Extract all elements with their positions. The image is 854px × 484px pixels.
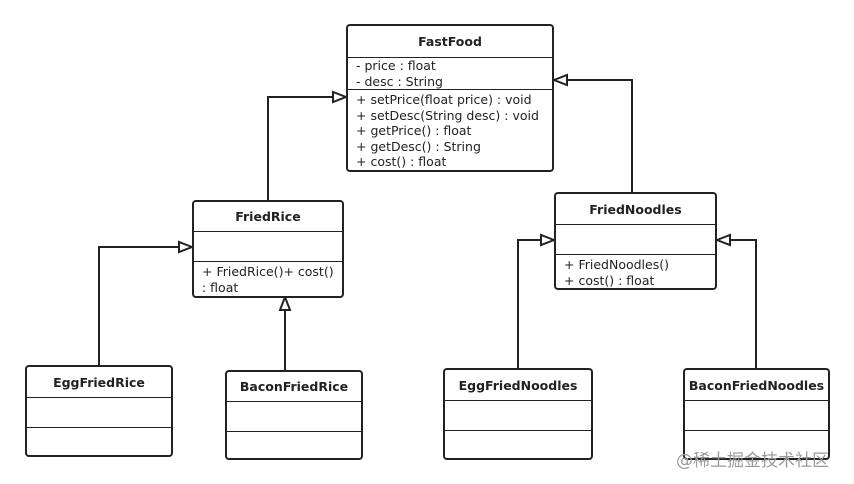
attribute-compartment [27, 398, 171, 428]
attribute: - price : float [356, 58, 436, 73]
operation-compartment: + setPrice(float price) : void + setDesc… [348, 90, 552, 170]
attribute: - desc : String [356, 73, 443, 89]
attribute-compartment [194, 232, 342, 262]
class-name: BaconFriedNoodles [685, 370, 828, 401]
class-eggfriednoodles[interactable]: EggFriedNoodles [443, 368, 593, 460]
watermark: @稀土掘金技术社区 [676, 451, 829, 471]
attribute-compartment [445, 401, 591, 431]
operation-compartment [445, 431, 591, 435]
class-baconfriedrice[interactable]: BaconFriedRice [225, 370, 363, 460]
class-name: FriedNoodles [556, 194, 715, 225]
operation: + FriedRice()+ cost() : float [202, 264, 334, 295]
class-name: EggFriedNoodles [445, 370, 591, 401]
operation-compartment: + FriedRice()+ cost() : float [194, 262, 342, 296]
arrowhead-baconfriednoodles-to-friednoodles [714, 233, 731, 247]
operation-compartment [27, 428, 171, 432]
class-friedrice[interactable]: FriedRice + FriedRice()+ cost() : float [192, 200, 344, 298]
class-baconfriednoodles[interactable]: BaconFriedNoodles [683, 368, 830, 460]
arrowhead-eggfriednoodles-to-friednoodles [540, 233, 557, 247]
operation-compartment [685, 431, 828, 435]
class-fastfood[interactable]: FastFood - price : float - desc : String… [346, 24, 554, 172]
operation: + getDesc() : String [356, 138, 481, 154]
arrowhead-baconfriedrice-to-friedrice [278, 294, 292, 311]
edge-friednoodles-to-fastfood [567, 79, 633, 192]
class-name: BaconFriedRice [227, 372, 361, 402]
operation: + cost() : float [564, 272, 655, 288]
class-name: FastFood [348, 26, 552, 58]
operation: + setPrice(float price) : void [356, 92, 532, 107]
attribute-compartment [556, 225, 715, 255]
class-friednoodles[interactable]: FriedNoodles + FriedNoodles() + cost() :… [554, 192, 717, 290]
edge-baconfriednoodles-to-friednoodles [730, 239, 757, 368]
edge-eggfriedrice-to-friedrice [98, 246, 179, 365]
operation-compartment [227, 432, 361, 436]
attribute-compartment: - price : float - desc : String [348, 58, 552, 90]
operation: + setDesc(String desc) : void [356, 107, 539, 123]
operation: + getPrice() : float [356, 123, 472, 138]
class-name: EggFriedRice [27, 367, 171, 398]
attribute-compartment [227, 402, 361, 432]
edge-eggfriednoodles-to-friednoodles [517, 239, 541, 368]
class-name: FriedRice [194, 202, 342, 232]
edge-friedrice-to-fastfood [267, 96, 333, 200]
attribute-compartment [685, 401, 828, 431]
operation: + cost() : float [356, 154, 447, 169]
operation: + FriedNoodles() [564, 257, 669, 272]
arrowhead-friednoodles-to-fastfood [551, 73, 568, 87]
arrowhead-eggfriedrice-to-friedrice [178, 240, 195, 254]
operation-compartment: + FriedNoodles() + cost() : float [556, 255, 715, 288]
class-eggfriedrice[interactable]: EggFriedRice [25, 365, 173, 457]
arrowhead-friedrice-to-fastfood [332, 90, 349, 104]
